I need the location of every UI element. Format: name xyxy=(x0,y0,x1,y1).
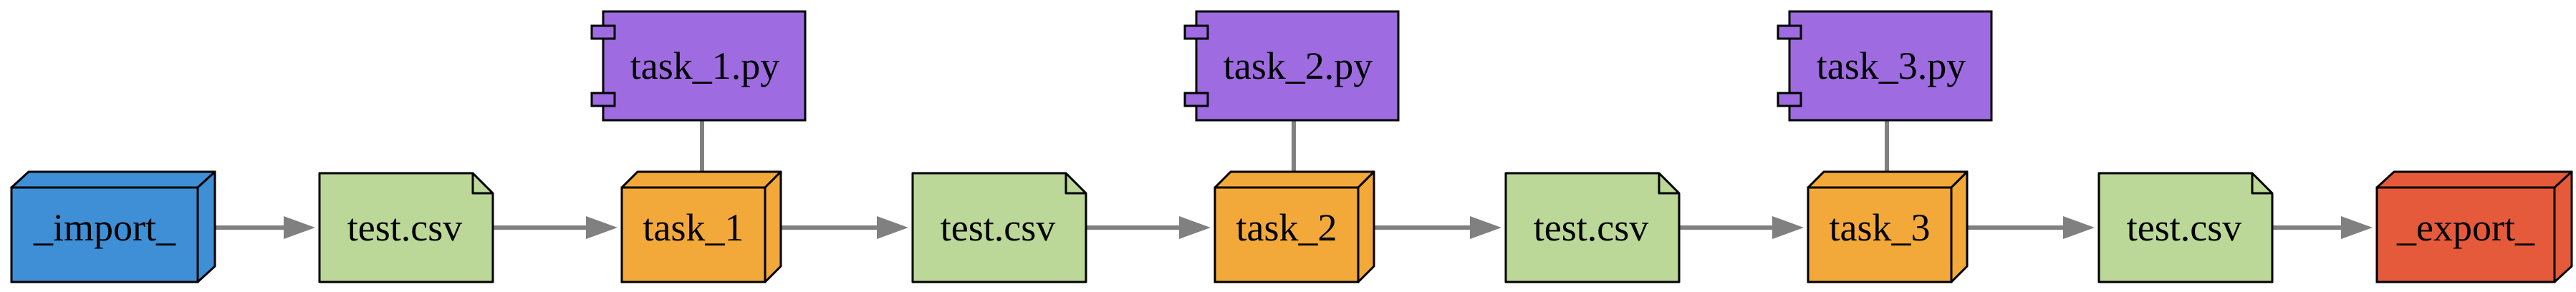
file-node-2-shape xyxy=(911,172,1087,283)
script-node-3[interactable]: task_3.py xyxy=(1777,10,1993,122)
task-node-2-label: task_2 xyxy=(1236,206,1337,249)
task-node-2-top-face xyxy=(1213,170,1375,189)
script-node-2-label: task_2.py xyxy=(1224,44,1373,87)
import-node-top-face xyxy=(10,170,216,189)
task-node-1-side-face xyxy=(764,170,782,283)
file-node-3-label: test.csv xyxy=(1534,206,1648,249)
task-node-1[interactable]: task_1 xyxy=(620,170,782,283)
script-node-1-label: task_1.py xyxy=(630,44,780,87)
export-node-front-face xyxy=(2375,186,2556,283)
file-node-1-fold xyxy=(471,173,493,195)
file-node-3[interactable]: test.csv xyxy=(1504,172,1681,283)
script-node-3-label: task_3.py xyxy=(1817,44,1966,87)
task-node-2[interactable]: task_2 xyxy=(1213,170,1375,283)
script-node-2-body xyxy=(1195,10,1400,122)
script-node-3-port-top xyxy=(1777,24,1802,40)
arrowhead-task-2 xyxy=(1179,216,1211,239)
arrowhead-export xyxy=(2341,216,2373,239)
script-node-3-body xyxy=(1788,10,1993,122)
file-node-3-shape xyxy=(1504,172,1681,283)
arrowhead-task-1 xyxy=(586,216,617,239)
file-node-2-label: test.csv xyxy=(941,206,1055,249)
script-node-1-port-bottom xyxy=(590,92,616,107)
script-node-2-port-bottom xyxy=(1183,92,1209,107)
task-node-1-top-face xyxy=(620,170,782,189)
script-node-1-body xyxy=(602,10,807,122)
file-node-4-label: test.csv xyxy=(2127,206,2241,249)
file-node-1-label: test.csv xyxy=(347,206,462,249)
file-node-3-fold xyxy=(1658,173,1679,195)
file-node-2-fold xyxy=(1064,173,1086,195)
task-node-2-front-face xyxy=(1213,186,1360,283)
file-node-4[interactable]: test.csv xyxy=(2097,172,2274,283)
task-node-1-front-face xyxy=(620,186,766,283)
script-node-2-port-top xyxy=(1183,24,1209,40)
export-node-side-face xyxy=(2553,170,2573,283)
file-node-1-shape xyxy=(318,172,494,283)
task-node-3-front-face xyxy=(1807,186,1953,283)
task-node-1-label: task_1 xyxy=(643,206,744,249)
script-node-2[interactable]: task_2.py xyxy=(1183,10,1400,122)
import-node[interactable]: _import_ xyxy=(10,170,216,283)
arrowhead-file-2 xyxy=(877,216,908,239)
import-node-label: _import_ xyxy=(33,206,176,249)
export-node-top-face xyxy=(2375,170,2573,189)
task-node-2-side-face xyxy=(1357,170,1375,283)
import-node-front-face xyxy=(10,186,199,283)
arrowhead-file-1 xyxy=(284,216,315,239)
file-node-1[interactable]: test.csv xyxy=(318,172,494,283)
arrowhead-file-4 xyxy=(2063,216,2095,239)
task-node-3-side-face xyxy=(1950,170,1969,283)
task-node-3-top-face xyxy=(1807,170,1969,189)
task-node-3[interactable]: task_3 xyxy=(1807,170,1969,283)
export-node[interactable]: _export_ xyxy=(2375,170,2573,283)
task-node-3-label: task_3 xyxy=(1830,206,1931,249)
arrowhead-file-3 xyxy=(1470,216,1501,239)
export-node-label: _export_ xyxy=(2396,206,2535,249)
script-node-1-port-top xyxy=(590,24,616,40)
file-node-4-fold xyxy=(2251,173,2272,195)
import-node-side-face xyxy=(196,170,216,283)
arrowhead-task-3 xyxy=(1772,216,1804,239)
script-node-3-port-bottom xyxy=(1777,92,1802,107)
file-node-2[interactable]: test.csv xyxy=(911,172,1087,283)
file-node-4-shape xyxy=(2097,172,2274,283)
nodes-layer: _import_ test.csv task_1.py task_1 test.… xyxy=(10,10,2573,283)
script-node-1[interactable]: task_1.py xyxy=(590,10,807,122)
edges-layer xyxy=(215,120,2373,239)
